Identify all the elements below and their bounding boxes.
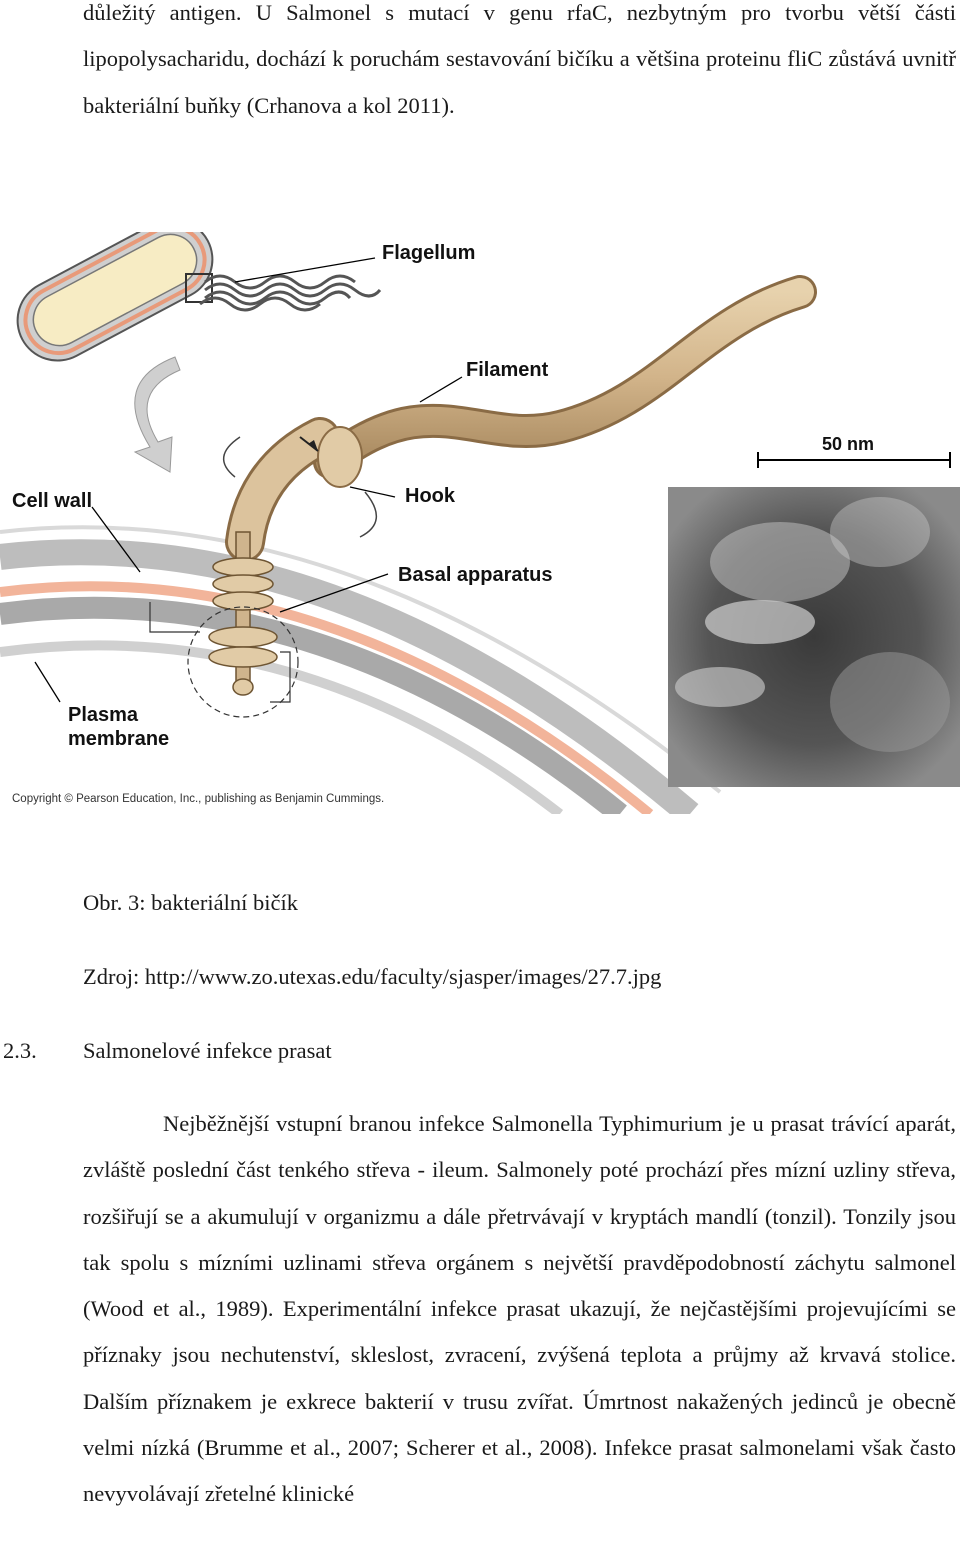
flagellum-figure: Flagellum Filament 50 nm Cell wall Hook … [0,232,960,814]
figure-copyright: Copyright © Pearson Education, Inc., pub… [12,793,384,805]
label-membrane: membrane [68,728,169,750]
label-plasma: Plasma [68,704,139,726]
label-filament: Filament [466,359,549,381]
top-paragraph: důležitý antigen. U Salmonel s mutací v … [83,0,956,118]
section-number: 2.3. [3,1038,37,1063]
cell-wall-layers [0,525,722,814]
label-basal-apparatus: Basal apparatus [398,564,553,586]
body-paragraph: Nejběžnější vstupní branou infekce Salmo… [83,1111,956,1507]
figure-caption-source: Zdroj: http://www.zo.utexas.edu/faculty/… [83,964,662,989]
section-heading: 2.3. Salmonelové infekce prasat [3,1036,332,1066]
basal-apparatus [149,531,299,718]
label-scale: 50 nm [822,434,874,454]
section-title: Salmonelové infekce prasat [83,1038,332,1063]
label-flagellum: Flagellum [382,242,475,264]
zoom-arrow-icon [133,356,181,473]
figure-caption-title: Obr. 3: bakteriální bičík [83,890,298,915]
bacterium-cell-illustration [16,232,382,362]
flagellum-structure [223,275,817,562]
label-hook: Hook [405,485,456,507]
electron-micrograph [668,487,960,787]
label-cell-wall: Cell wall [12,490,92,512]
